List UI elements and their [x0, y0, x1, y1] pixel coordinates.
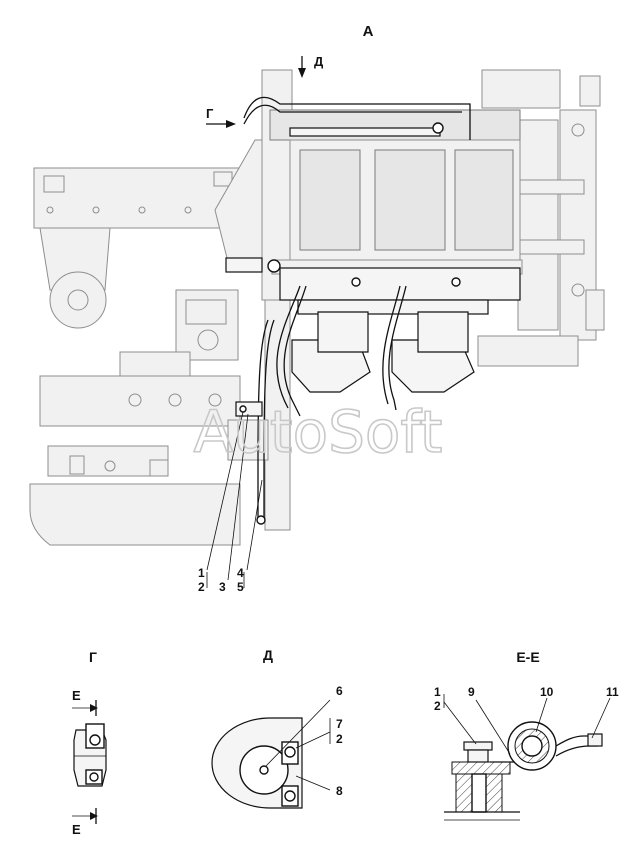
- rail-block: [279, 267, 521, 301]
- view-d: Д 6 7 2 8: [211, 647, 343, 809]
- callout-1: 1: [198, 566, 205, 580]
- svg-text:Г: Г: [206, 106, 214, 121]
- callout-11: 11: [606, 685, 619, 699]
- callout-2: 2: [198, 580, 205, 594]
- main-view: А: [29, 23, 605, 594]
- svg-text:Е: Е: [72, 822, 81, 837]
- view-label-section: Е-Е: [516, 649, 539, 665]
- callout-5: 5: [237, 580, 244, 594]
- svg-text:Д: Д: [314, 54, 324, 69]
- callout-10: 10: [540, 685, 554, 699]
- view-label-g: Г: [89, 649, 97, 665]
- view-arrow-g: Г: [206, 106, 236, 128]
- callout-2-section: 2: [434, 699, 441, 713]
- callout-8: 8: [336, 784, 343, 798]
- view-label-main: А: [363, 23, 374, 40]
- background-machinery: [29, 69, 605, 546]
- watermark: AutoSoft: [193, 398, 442, 466]
- hose-assembly: [225, 96, 521, 525]
- callout-2-d: 2: [336, 732, 343, 746]
- callout-9: 9: [468, 685, 475, 699]
- callout-1-section: 1: [434, 685, 441, 699]
- callout-3: 3: [219, 580, 226, 594]
- callout-4: 4: [237, 566, 244, 580]
- callout-6: 6: [336, 684, 343, 698]
- main-callouts: 1 2 3 4 5: [198, 566, 244, 594]
- main-leaders: [206, 411, 263, 588]
- view-label-d: Д: [263, 647, 273, 663]
- callout-7: 7: [336, 717, 343, 731]
- view-g: Г Е Е: [72, 649, 107, 837]
- svg-text:Е: Е: [72, 688, 81, 703]
- section-e-e: Е-Е 1 2 9 10 11: [434, 649, 619, 821]
- view-arrow-d: Д: [298, 54, 324, 78]
